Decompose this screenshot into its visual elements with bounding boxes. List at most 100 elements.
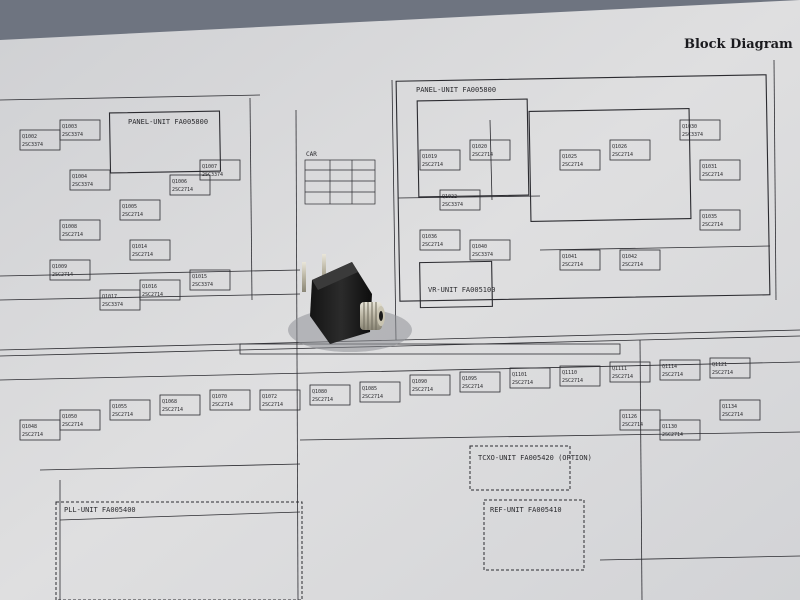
component-block-part: 2SC3374 [62,132,83,138]
component-block-box [99,289,141,311]
component-block-ref: Q1008 [62,224,77,230]
component-block-ref: Q1070 [212,394,227,400]
component-block-part: 2SC2714 [132,252,153,258]
component-block: Q1111 2SC2714 [609,361,651,383]
component-block-ref: Q1019 [422,154,437,160]
component-block: Q1035 2SC2714 [699,209,741,231]
component-block-part: 2SC2714 [262,402,283,408]
component-block-part: 2SC2714 [472,152,493,158]
component-block-part: 2SC2714 [362,394,383,400]
component-block-ref: Q1004 [72,174,87,180]
component-block-ref: Q1090 [412,379,427,385]
component-block-part: 2SC2714 [562,262,583,268]
component-block-part: 2SC2714 [172,187,193,193]
component-block-box [419,149,461,171]
component-block-box [509,367,551,389]
component-block-ref: Q1006 [172,179,187,185]
component-block-ref: Q1130 [662,424,677,430]
component-block-part: 2SC2714 [462,384,483,390]
component-block-ref: Q1040 [472,244,487,250]
component-block-box [619,249,661,271]
component-block-part: 2SC2714 [702,222,723,228]
component-block-ref: Q1110 [562,370,577,376]
component-block-part: 2SC2714 [412,387,433,393]
component-block-part: 2SC3374 [202,172,223,178]
component-block-box [409,374,451,396]
component-block-box [129,239,171,261]
component-block-box [709,357,751,379]
panel-unit-label-top: PANEL-UNIT FA005800 [416,86,496,94]
component-block-part: 2SC2714 [422,242,443,248]
audio-jack-component [288,254,412,352]
component-block-box [59,409,101,431]
component-block-box [609,361,651,383]
component-block-box [699,159,741,181]
jack-hole [379,311,383,321]
component-block-ref: Q1080 [312,389,327,395]
vr-unit-label: VR-UNIT FA005100 [428,286,495,294]
component-block: Q1019 2SC2714 [419,149,461,171]
component-block-box [69,169,111,191]
sub-unit-frames [55,445,585,600]
component-block-box [679,119,721,141]
component-block-part: 2SC2714 [112,412,133,418]
tcxo-unit-label: TCXO-UNIT FA005420 (OPTION) [478,454,592,462]
component-block-box [659,359,701,381]
component-block-part: 2SC2714 [622,422,643,428]
connector-pins [239,343,621,355]
component-block-part: 2SC2714 [52,272,73,278]
component-block-part: 2SC3374 [102,302,123,308]
component-block-ref: Q1031 [702,164,717,170]
ref-unit-label: REF-UNIT FA005410 [490,506,562,514]
component-block-box [359,381,401,403]
component-block-ref: Q1111 [612,366,627,372]
component-block-part: 2SC2714 [662,432,683,438]
component-block-part: 2SC3374 [682,132,703,138]
component-block: Q1072 2SC2714 [259,389,301,411]
component-block-part: 2SC2714 [722,412,743,418]
component-block-box [199,159,241,181]
component-block-box [119,199,161,221]
component-block-ref: Q1035 [702,214,717,220]
component-block-ref: Q1014 [132,244,147,250]
component-block-part: 2SC2714 [662,372,683,378]
bus-lines [0,94,800,561]
component-block: Q1006 2SC2714 [169,174,211,196]
component-block-ref: Q1072 [262,394,277,400]
component-block-part: 2SC3374 [472,252,493,258]
component-block: Q1014 2SC2714 [129,239,171,261]
component-block-part: 2SC2714 [122,212,143,218]
component-block-box [559,149,601,171]
jack-thread-lines [363,302,377,330]
component-block-part: 2SC3374 [442,202,463,208]
component-block-ref: Q1050 [62,414,77,420]
panel-unit-label-left: PANEL-UNIT FA005800 [128,118,208,126]
component-block-part: 2SC2714 [562,378,583,384]
component-block-part: 2SC2714 [712,370,733,376]
component-block-ref: Q1002 [22,134,37,140]
component-block-part: 2SC2714 [422,162,443,168]
component-block-part: 2SC3374 [22,142,43,148]
component-block-part: 2SC2714 [612,374,633,380]
component-block-box [49,259,91,281]
